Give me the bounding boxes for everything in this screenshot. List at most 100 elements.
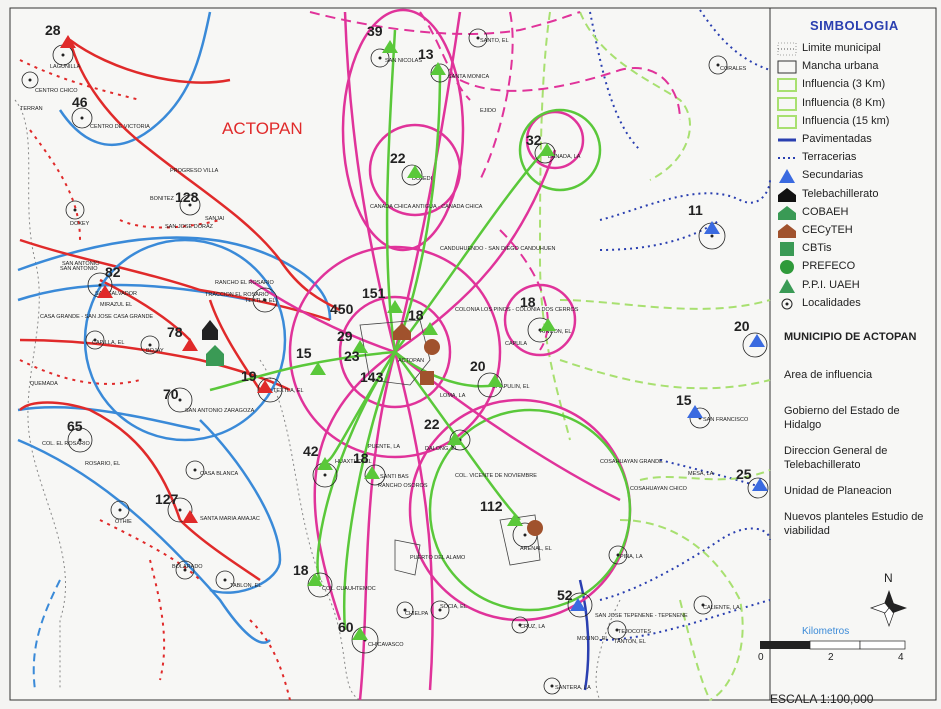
legend-item: Influencia (3 Km): [770, 77, 936, 93]
locality-label: SAN JOSE DORAZ: [165, 224, 214, 230]
locality-label: SAN ANTONIO: [62, 261, 100, 267]
locality-label: ARENAL, EL: [520, 546, 552, 552]
legend-label: Influencia (3 Km): [802, 78, 886, 91]
locality-label: SOCIA, EL: [440, 604, 467, 610]
locality-label: CALIENTE, LA: [703, 605, 740, 611]
cecyteh-marker: [393, 323, 411, 340]
gobierno-text: Gobierno del Estado de Hidalgo: [784, 405, 900, 431]
plantel-number: 20: [734, 318, 750, 334]
locality-label: PROGRESO VILLA: [170, 168, 219, 174]
box-icon: [776, 59, 798, 75]
plantel-numbers: 28 46 128 82 78 70 65 127 19 15 450 151 …: [45, 22, 752, 635]
plantel-number: 450: [330, 301, 354, 317]
locality-label: TANTON, EL: [614, 639, 646, 645]
red-roads: [19, 38, 341, 582]
triangle-marker: [487, 374, 503, 387]
locality-label: TABLON, EL: [230, 583, 261, 589]
north-arrow-icon: N: [869, 571, 907, 628]
locality-label: ACTOPAN: [398, 358, 424, 364]
legend-label: P.P.I. UAEH: [802, 278, 860, 291]
light-green-lines: [538, 11, 771, 701]
triangle-marker: [182, 510, 198, 523]
plantel-number: 112: [480, 498, 503, 514]
prefeco-marker: [527, 520, 543, 536]
triangle-marker: [407, 165, 423, 178]
plantel-number: 18: [408, 307, 424, 323]
plantel-number: 143: [360, 369, 384, 385]
plantel-number: 15: [296, 345, 312, 361]
locality-label: SAN SALVADOR: [95, 291, 137, 297]
locality-label: HUAXTHO, EL: [335, 459, 372, 465]
locality-label: MIRAZUL EL: [100, 302, 132, 308]
locality-label: SAN FRANCISCO: [703, 417, 749, 423]
direccion-text: Direccion General de Telebachillerato: [784, 445, 888, 471]
plantel-number: 65: [67, 418, 83, 434]
locality-label: CORALES: [720, 66, 747, 72]
dotted-line-icon: [776, 41, 798, 57]
legend-item: Localidades: [770, 296, 936, 312]
scale-tick: 0: [758, 652, 764, 663]
green-box-icon: [776, 96, 798, 112]
plantel-number: 13: [418, 46, 434, 62]
green-triangle-icon: [776, 278, 798, 294]
locality-label: PINA, LA: [620, 554, 643, 560]
plantel-number: 82: [105, 264, 121, 280]
locality-label: PUERTO DEL ALAMO: [410, 555, 466, 561]
locality-label: RANCHO OSOROS: [378, 483, 428, 489]
locality-label: SANTO, EL: [480, 38, 509, 44]
plantel-number: 60: [338, 619, 354, 635]
municipal-boundary: [14, 99, 621, 701]
plantel-number: 23: [344, 348, 360, 364]
locality-label: COL. CUAUHTEMOC: [322, 586, 376, 592]
locality-label: EJIDO: [480, 108, 497, 114]
locality-label: LOMA, LA: [440, 393, 466, 399]
legend-item: Telebachillerato: [770, 187, 936, 203]
magenta-dashed-roads: [309, 11, 681, 351]
legend-label: COBAEH: [802, 205, 849, 218]
plantel-number: 29: [337, 328, 353, 344]
locality-label: SAN ANTONIO ZARAGOZA: [185, 408, 255, 414]
locality-label: RINCON, EL: [540, 329, 571, 335]
locality-label: CASA GRANDE - SAN JOSE CASA GRANDE: [40, 314, 153, 320]
plantel-number: 42: [303, 443, 319, 459]
green-box-icon: [776, 77, 798, 93]
locality-label: BONITEZ: [150, 196, 174, 202]
locality-label: TERRAN: [20, 106, 43, 112]
plantel-number: 18: [353, 450, 369, 466]
scale-tick: 2: [828, 652, 834, 663]
plantel-number: 78: [167, 324, 183, 340]
triangle-marker: [447, 432, 463, 445]
locality-label: MOLINO, EL: [577, 636, 608, 642]
locality-label: QUEMADA: [30, 381, 58, 387]
locality-label: CAPULA: [505, 341, 527, 347]
blue-dashed-road: [32, 579, 61, 691]
locality-label: SAN JOSE TEPENENE - TEPENENE: [595, 613, 688, 619]
green-box-icon: [776, 114, 798, 130]
locality-label: OTHIE: [115, 519, 132, 525]
plantel-number: 18: [520, 294, 536, 310]
triangle-marker: [364, 466, 380, 479]
locality-labels: LAGUNILLA CENTRO CHICO TERRAN CENTRO DE …: [20, 38, 749, 691]
legend-item: PREFECO: [770, 259, 936, 275]
blue-triangle-icon: [776, 168, 798, 184]
plantel-number: 19: [241, 368, 257, 384]
locality-label: COL. VICENTE DE NOVIEMBRE: [455, 473, 537, 479]
prefeco-marker: [424, 339, 440, 355]
triangle-marker: [752, 478, 768, 491]
legend-label: Secundarias: [802, 169, 864, 182]
locality-label: CENTRO CHICO: [35, 88, 78, 94]
black-house-icon: [776, 187, 798, 203]
green-house-icon: [776, 205, 798, 221]
influence-circles-green: [428, 108, 632, 612]
school-markers: [60, 35, 768, 640]
plantel-number: 39: [367, 23, 383, 39]
green-circle-icon: [776, 259, 798, 275]
green-square-icon: [776, 241, 798, 257]
legend-item: Limite municipal: [770, 41, 936, 57]
town-label: ACTOPAN: [222, 119, 303, 138]
locality-label: DOXEY: [70, 221, 90, 227]
north-label: N: [884, 571, 893, 585]
locality-label: SAN ANTONIO: [60, 266, 98, 272]
